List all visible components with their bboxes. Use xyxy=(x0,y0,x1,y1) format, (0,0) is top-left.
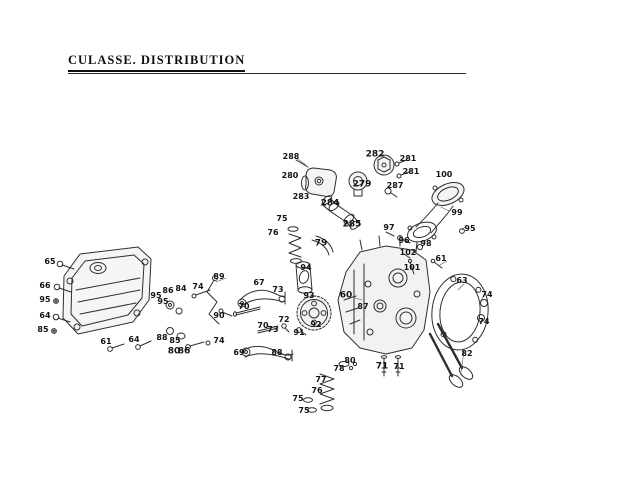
small-fasteners-drawing xyxy=(385,231,443,275)
rocker-arms-drawing xyxy=(233,289,294,362)
valve-spring-top-drawing xyxy=(287,226,302,264)
left-bolts-drawing xyxy=(51,260,152,352)
valve-spring-bottom-drawing xyxy=(303,360,358,413)
valves-drawing xyxy=(428,322,474,388)
head-gasket-drawing xyxy=(431,273,489,351)
valve-cover-drawing xyxy=(62,246,152,335)
leader-lines xyxy=(215,157,484,373)
coolant-hose-drawing xyxy=(321,195,361,230)
thermostat-housing-drawing xyxy=(295,154,410,198)
camshaft-sprocket-drawing xyxy=(295,235,334,336)
title-underline-rule xyxy=(68,73,466,74)
bracket-assembly-drawing xyxy=(165,275,233,350)
intake-manifold-drawing xyxy=(407,182,465,243)
page-title: CULASSE. DISTRIBUTION xyxy=(68,53,246,72)
cylinder-head-drawing xyxy=(337,235,431,377)
